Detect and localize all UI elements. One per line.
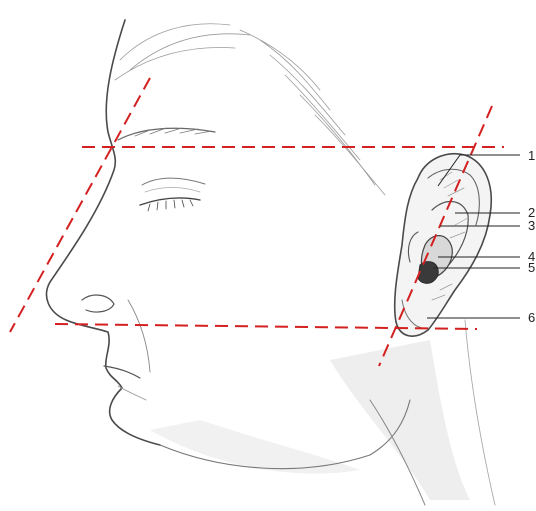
head-sketch <box>47 20 495 505</box>
label-5: 5 <box>528 260 535 275</box>
nasolabial-fold <box>128 300 150 372</box>
guide-line-nose-slope <box>10 78 150 332</box>
lip-line <box>104 366 140 378</box>
number-labels: 1 2 3 4 5 6 <box>528 148 535 325</box>
closed-eye <box>140 178 205 211</box>
eyebrow-hatching <box>135 128 212 136</box>
label-3: 3 <box>528 218 535 233</box>
neck-shading <box>330 340 470 500</box>
brow-ridge <box>118 128 215 140</box>
hair-strokes <box>115 24 385 195</box>
face-profile-outline <box>47 20 160 445</box>
neck-back-line <box>465 320 495 505</box>
label-1: 1 <box>528 148 535 163</box>
ear <box>395 154 492 336</box>
nostril <box>82 295 114 312</box>
label-6: 6 <box>528 310 535 325</box>
lower-lip-shade <box>118 386 146 400</box>
ear-canal <box>418 262 438 284</box>
